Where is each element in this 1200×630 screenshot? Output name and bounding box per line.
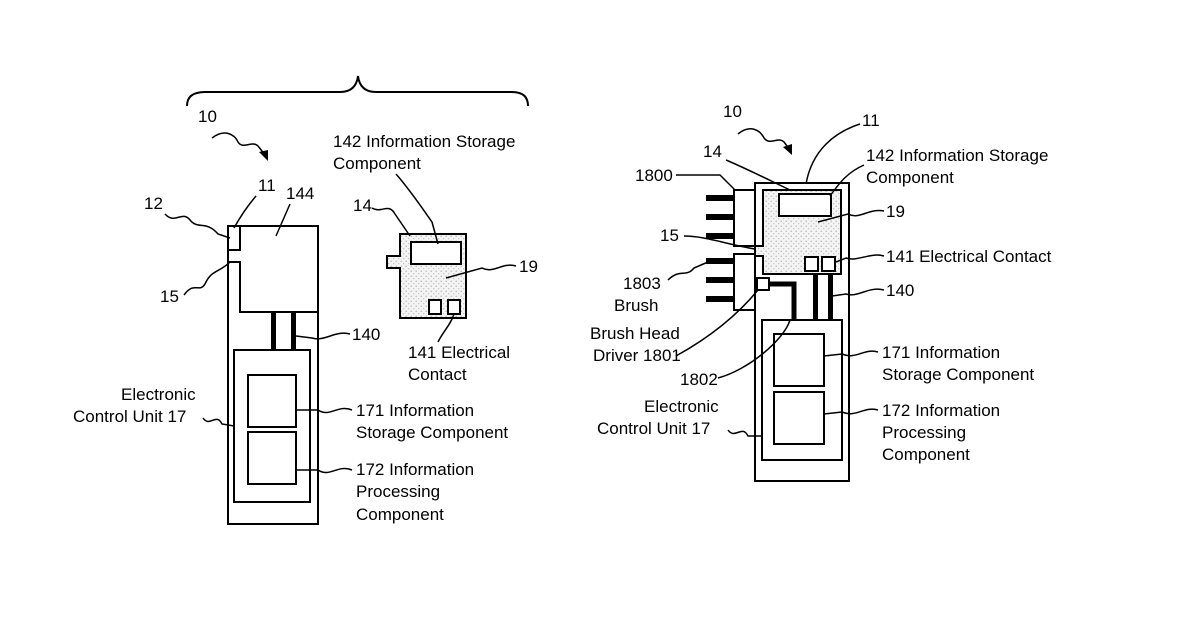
- ref-12-label: 12: [144, 194, 163, 213]
- storage-142-box-right: [779, 194, 831, 216]
- label-171-line1-right: 171 Information: [882, 343, 1000, 362]
- ref-10-arrowhead: [259, 150, 268, 161]
- ref-11-leader: [234, 196, 256, 228]
- ecu-label-line2-right: Control Unit 17: [597, 419, 710, 438]
- ref-10-leader-right: [738, 129, 790, 150]
- ref-140-label: 140: [352, 325, 380, 344]
- label-142-line1: 142 Information Storage: [333, 132, 515, 151]
- ref-15-leader: [184, 262, 230, 295]
- label-172-line3: Component: [356, 505, 444, 524]
- contact-141b-right: [822, 257, 835, 271]
- label-142-line2: Component: [333, 154, 421, 173]
- grouping-brace: [187, 76, 528, 106]
- ref-14-label-right: 14: [703, 142, 722, 161]
- label-1803-line2: Brush: [614, 296, 658, 315]
- ref-10-arrowhead-right: [783, 144, 792, 155]
- label-172-line2-right: Processing: [882, 423, 966, 442]
- label-1803-leader: [668, 262, 708, 280]
- ref-12-leader: [165, 214, 230, 238]
- component-172-box-right: [774, 392, 824, 444]
- component-171-box-right: [774, 334, 824, 386]
- ref-15-label-right: 15: [660, 226, 679, 245]
- bristle-3: [706, 233, 734, 239]
- ref-1800-leader: [676, 175, 735, 190]
- component-171-box: [248, 375, 296, 427]
- brush-head-upper: [734, 190, 755, 246]
- label-142-line1-right: 142 Information Storage: [866, 146, 1048, 165]
- connector-bar-1-right: [813, 274, 818, 320]
- ecu-label-line2: Control Unit 17: [73, 407, 186, 426]
- storage-142-box: [411, 242, 461, 264]
- label-171-line2: Storage Component: [356, 423, 508, 442]
- label-142-line2-right: Component: [866, 168, 954, 187]
- label-driver-line2: Driver 1801: [593, 346, 681, 365]
- label-172-line1: 172 Information: [356, 460, 474, 479]
- contact-141a: [429, 300, 441, 314]
- label-driver-line1: Brush Head: [590, 324, 680, 343]
- ref-1802-label: 1802: [680, 370, 718, 389]
- ref-19-label: 19: [519, 257, 538, 276]
- contact-141b: [448, 300, 460, 314]
- ref-140-label-right: 140: [886, 281, 914, 300]
- label-172-line1-right: 172 Information: [882, 401, 1000, 420]
- label-141-right: 141 Electrical Contact: [886, 247, 1052, 266]
- left-figure: 10 11 12 144 15 140 Electronic Control U…: [73, 76, 538, 524]
- driver-1801: [757, 278, 769, 290]
- contact-141a-right: [805, 257, 818, 271]
- bristle-4: [706, 258, 734, 264]
- bristle-2: [706, 214, 734, 220]
- component-172-box: [248, 432, 296, 484]
- label-171-line2-right: Storage Component: [882, 365, 1034, 384]
- ref-15-label: 15: [160, 287, 179, 306]
- label-171-line1: 171 Information: [356, 401, 474, 420]
- ecu-label-line1-right: Electronic: [644, 397, 719, 416]
- ref-11-label: 11: [258, 176, 276, 195]
- bristle-1: [706, 195, 734, 201]
- label-172-line3-right: Component: [882, 445, 970, 464]
- brush-head-lower: [734, 254, 755, 310]
- label-141-line2: Contact: [408, 365, 467, 384]
- bristle-5: [706, 277, 734, 283]
- connector-bar-2: [291, 312, 296, 350]
- label-1803-line1: 1803: [623, 274, 661, 293]
- label-141-line1: 141 Electrical: [408, 343, 510, 362]
- ref-144-label: 144: [286, 184, 314, 203]
- right-figure: 10 11 14 1800 15: [590, 102, 1052, 481]
- ecu-label-line1: Electronic: [121, 385, 196, 404]
- ref-11-label-right: 11: [862, 111, 880, 130]
- ref-10-label: 10: [198, 107, 217, 126]
- connector-bar-2-right: [828, 274, 833, 320]
- connector-bar-1: [271, 312, 276, 350]
- ref-14-label: 14: [353, 196, 372, 215]
- ref-14-leader: [372, 208, 410, 236]
- ref-1800-label: 1800: [635, 166, 673, 185]
- ref-19-label-right: 19: [886, 202, 905, 221]
- ref-10-leader: [212, 133, 266, 156]
- ref-11-leader-right: [806, 124, 860, 184]
- bristle-6: [706, 296, 734, 302]
- cavity-144: [228, 226, 318, 312]
- ref-10-label-right: 10: [723, 102, 742, 121]
- label-172-line2: Processing: [356, 482, 440, 501]
